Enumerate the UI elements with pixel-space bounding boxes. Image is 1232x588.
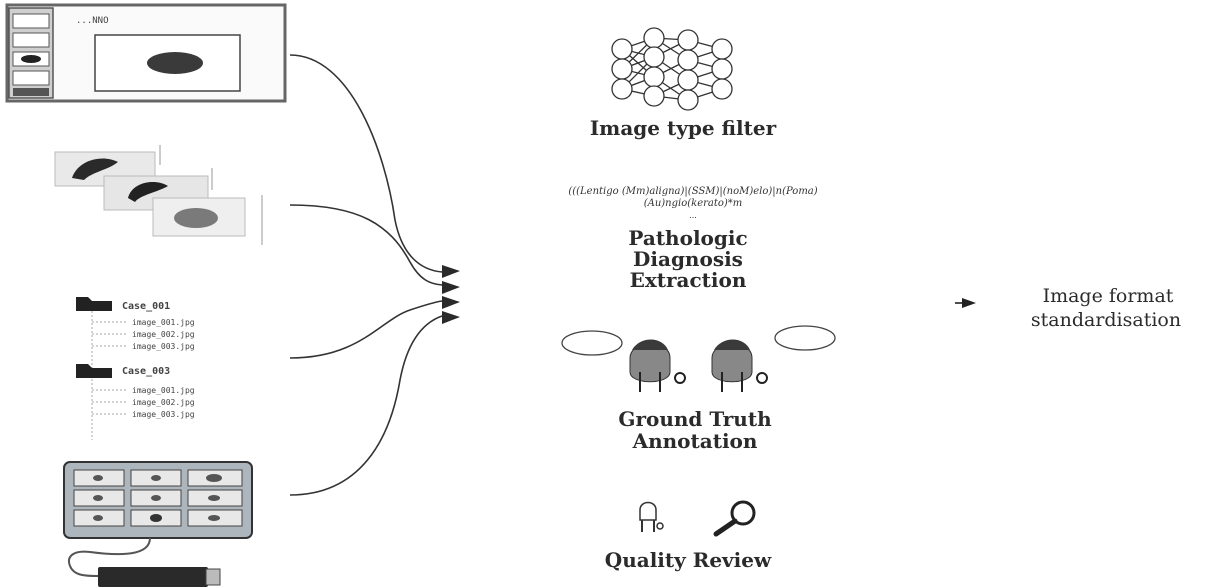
step-image-type-filter: Image type filter (590, 116, 777, 140)
file-name: image_002.jpg (132, 330, 195, 339)
diagnosis-regex-line1: (((Lentigo (Mm)aligna)|(SSM)|(noM)elo)|n… (568, 186, 817, 197)
annotator-person-icon (712, 340, 767, 393)
case-folder-label: Case_001 (122, 301, 170, 312)
folder-icon (76, 364, 112, 378)
step-pathologic-line3: Extraction (630, 268, 747, 292)
file-name: image_003.jpg (132, 342, 195, 351)
output-arrow (955, 298, 976, 308)
speech-bubble-left-icon (562, 331, 622, 355)
file-name: image_002.jpg (132, 398, 195, 407)
file-name: image_001.jpg (132, 318, 195, 327)
diagnosis-regex-line2: (Au)ngio(kerato)*m (644, 198, 743, 209)
speech-bubble-right-icon (775, 326, 835, 350)
viewer-header-text: ...NNO (76, 16, 109, 26)
magnifying-glass-icon (716, 502, 754, 534)
usb-drive-icon (69, 538, 220, 587)
neural-network-icon (612, 28, 732, 110)
file-name: image_001.jpg (132, 386, 195, 395)
file-name: image_003.jpg (132, 410, 195, 419)
annotator-person-icon (630, 340, 685, 393)
reviewer-icon (640, 503, 663, 533)
diagnosis-regex-line3: ... (689, 211, 697, 220)
output-line1: Image format (1043, 285, 1174, 307)
folder-icon (76, 297, 112, 311)
connector-arrowheads (442, 265, 460, 324)
output-line2: standardisation (1031, 309, 1181, 331)
slide-tray-icon (64, 462, 252, 538)
connector-lines (290, 55, 442, 495)
slide-viewer-window: ...NNO (7, 5, 285, 101)
slide-thumbnails-stack (55, 145, 262, 245)
step-quality-review: Quality Review (605, 548, 772, 572)
case-folder-tree: Case_001 image_001.jpg image_002.jpg ima… (76, 297, 195, 440)
step-ground-truth-line1: Ground Truth (618, 407, 772, 431)
case-folder-label: Case_003 (122, 366, 170, 377)
step-ground-truth-line2: Annotation (632, 429, 758, 453)
